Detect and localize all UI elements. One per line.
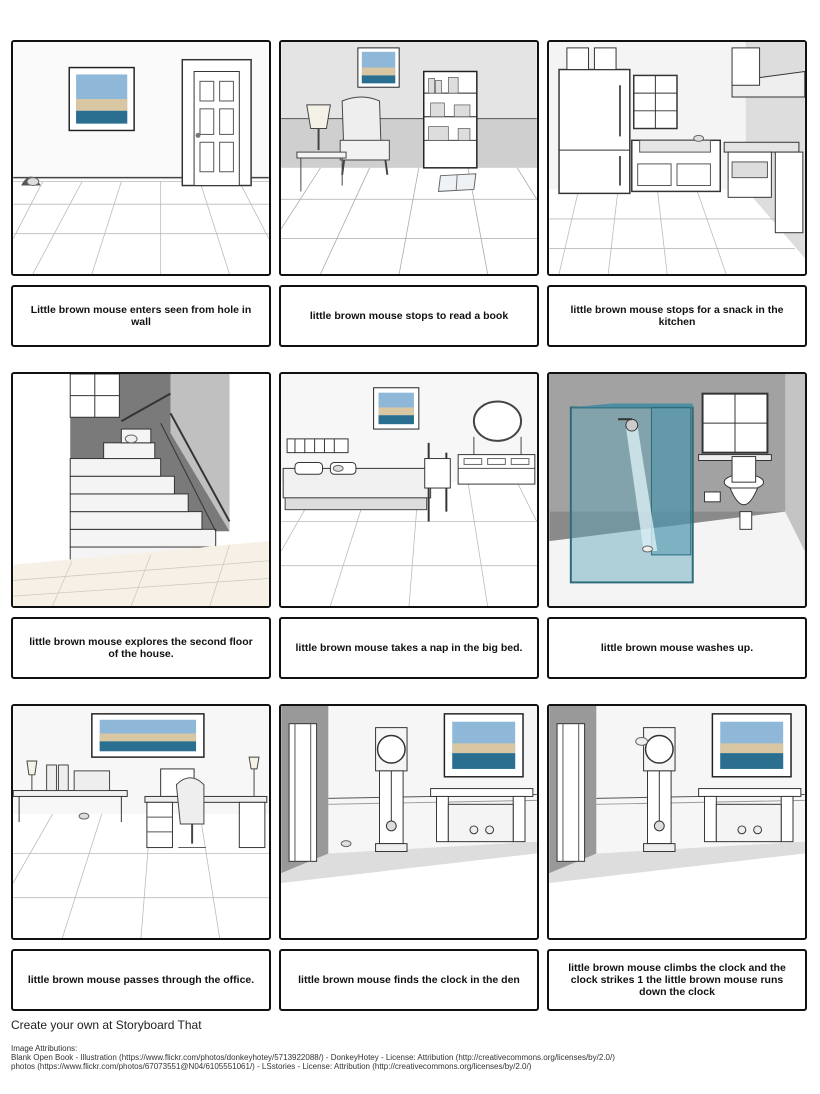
panel-scene-image — [547, 704, 807, 940]
panel-scene-image — [11, 704, 271, 940]
panel-caption: Little brown mouse enters seen from hole… — [11, 285, 271, 347]
storyboard-that-credit: Create your own at Storyboard That — [11, 1018, 202, 1032]
attribution-line: photos (https://www.flickr.com/photos/67… — [11, 1062, 532, 1071]
panel-caption: little brown mouse explores the second f… — [11, 617, 271, 679]
panel-caption: little brown mouse finds the clock in th… — [279, 949, 539, 1011]
image-attributions: Image Attributions: Blank Open Book - Il… — [11, 1044, 811, 1071]
panel-caption: little brown mouse takes a nap in the bi… — [279, 617, 539, 679]
panel-scene-image — [279, 372, 539, 608]
panel-caption: little brown mouse climbs the clock and … — [547, 949, 807, 1011]
panel-scene-image — [279, 40, 539, 276]
panel-scene-image — [547, 372, 807, 608]
panel-caption: little brown mouse stops to read a book — [279, 285, 539, 347]
panel-caption: little brown mouse stops for a snack in … — [547, 285, 807, 347]
attributions-heading: Image Attributions: — [11, 1044, 78, 1053]
panel-scene-image — [547, 40, 807, 276]
panel-scene-image — [11, 40, 271, 276]
panel-caption: little brown mouse washes up. — [547, 617, 807, 679]
panel-scene-image — [11, 372, 271, 608]
panel-scene-image — [279, 704, 539, 940]
attribution-line: Blank Open Book - Illustration (https://… — [11, 1053, 615, 1062]
panel-caption: little brown mouse passes through the of… — [11, 949, 271, 1011]
